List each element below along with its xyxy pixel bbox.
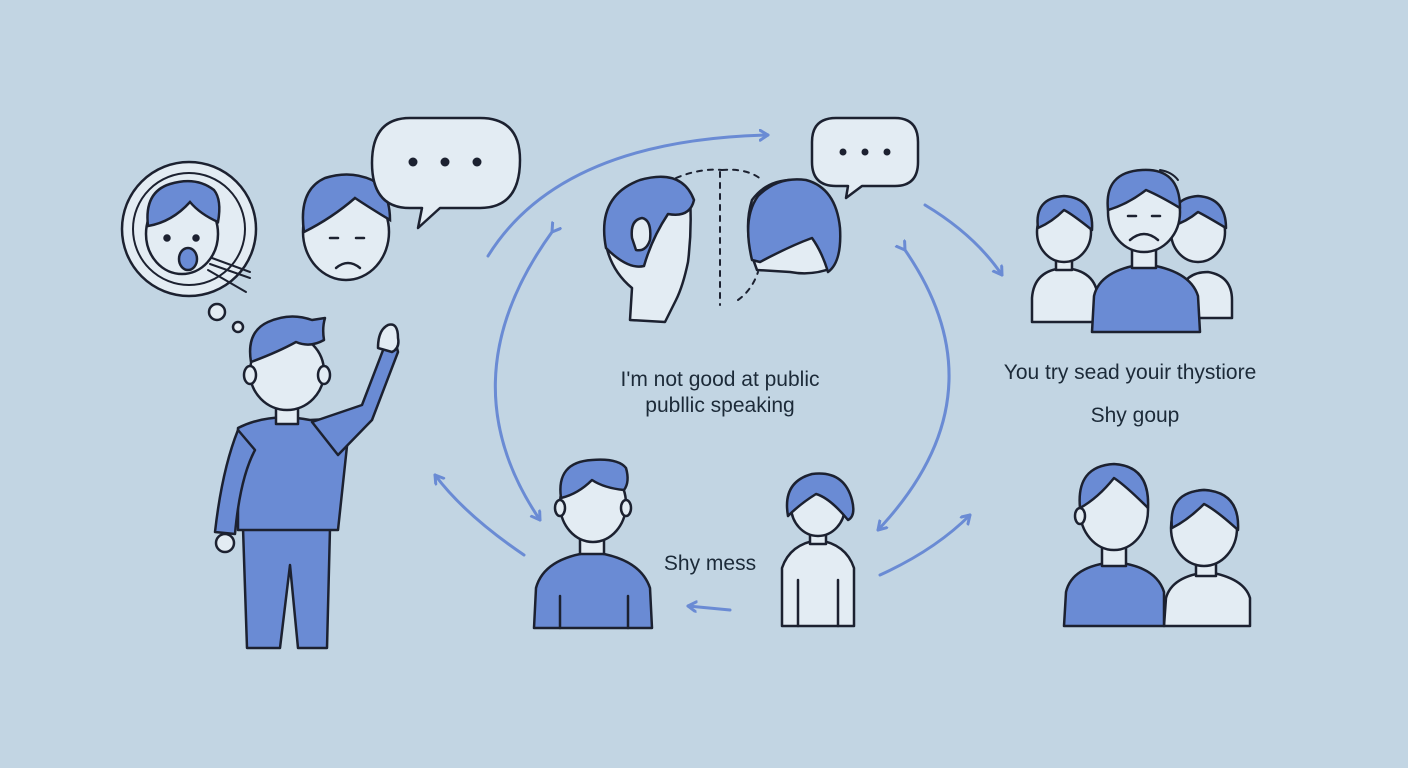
group-icon	[1062, 462, 1252, 628]
speech-bubble-icon	[810, 116, 920, 200]
right-caption-line-1: You try sead youir thystiore	[1003, 361, 1257, 384]
split-face-icon	[602, 168, 842, 324]
center-caption: I'm not good at public publlic speaking	[595, 367, 845, 419]
raising-hand-person	[213, 315, 400, 650]
arrow-bottom-right	[878, 513, 972, 577]
group-icon	[1030, 168, 1234, 334]
arrow-bottom-left	[433, 473, 526, 557]
bottom-caption: Shy mess	[663, 552, 757, 575]
arrow-top	[486, 135, 770, 258]
arrow-left-inner	[493, 232, 552, 522]
right-caption-line-2: Shy goup	[1090, 404, 1180, 427]
arrow-top-right	[923, 203, 1004, 277]
person-icon	[780, 472, 856, 628]
sad-face-icon	[301, 173, 392, 282]
center-caption-line-2: publlic speaking	[645, 394, 795, 417]
arrow-right-inner	[876, 250, 951, 532]
arrow-bottom-mid	[686, 606, 732, 610]
center-caption-line-1: I'm not good at public	[620, 368, 820, 391]
cycle-arrows-icon	[433, 135, 1004, 610]
thought-bubble-icon	[120, 160, 258, 334]
person-icon	[532, 458, 654, 630]
speech-bubble-icon	[370, 116, 522, 230]
